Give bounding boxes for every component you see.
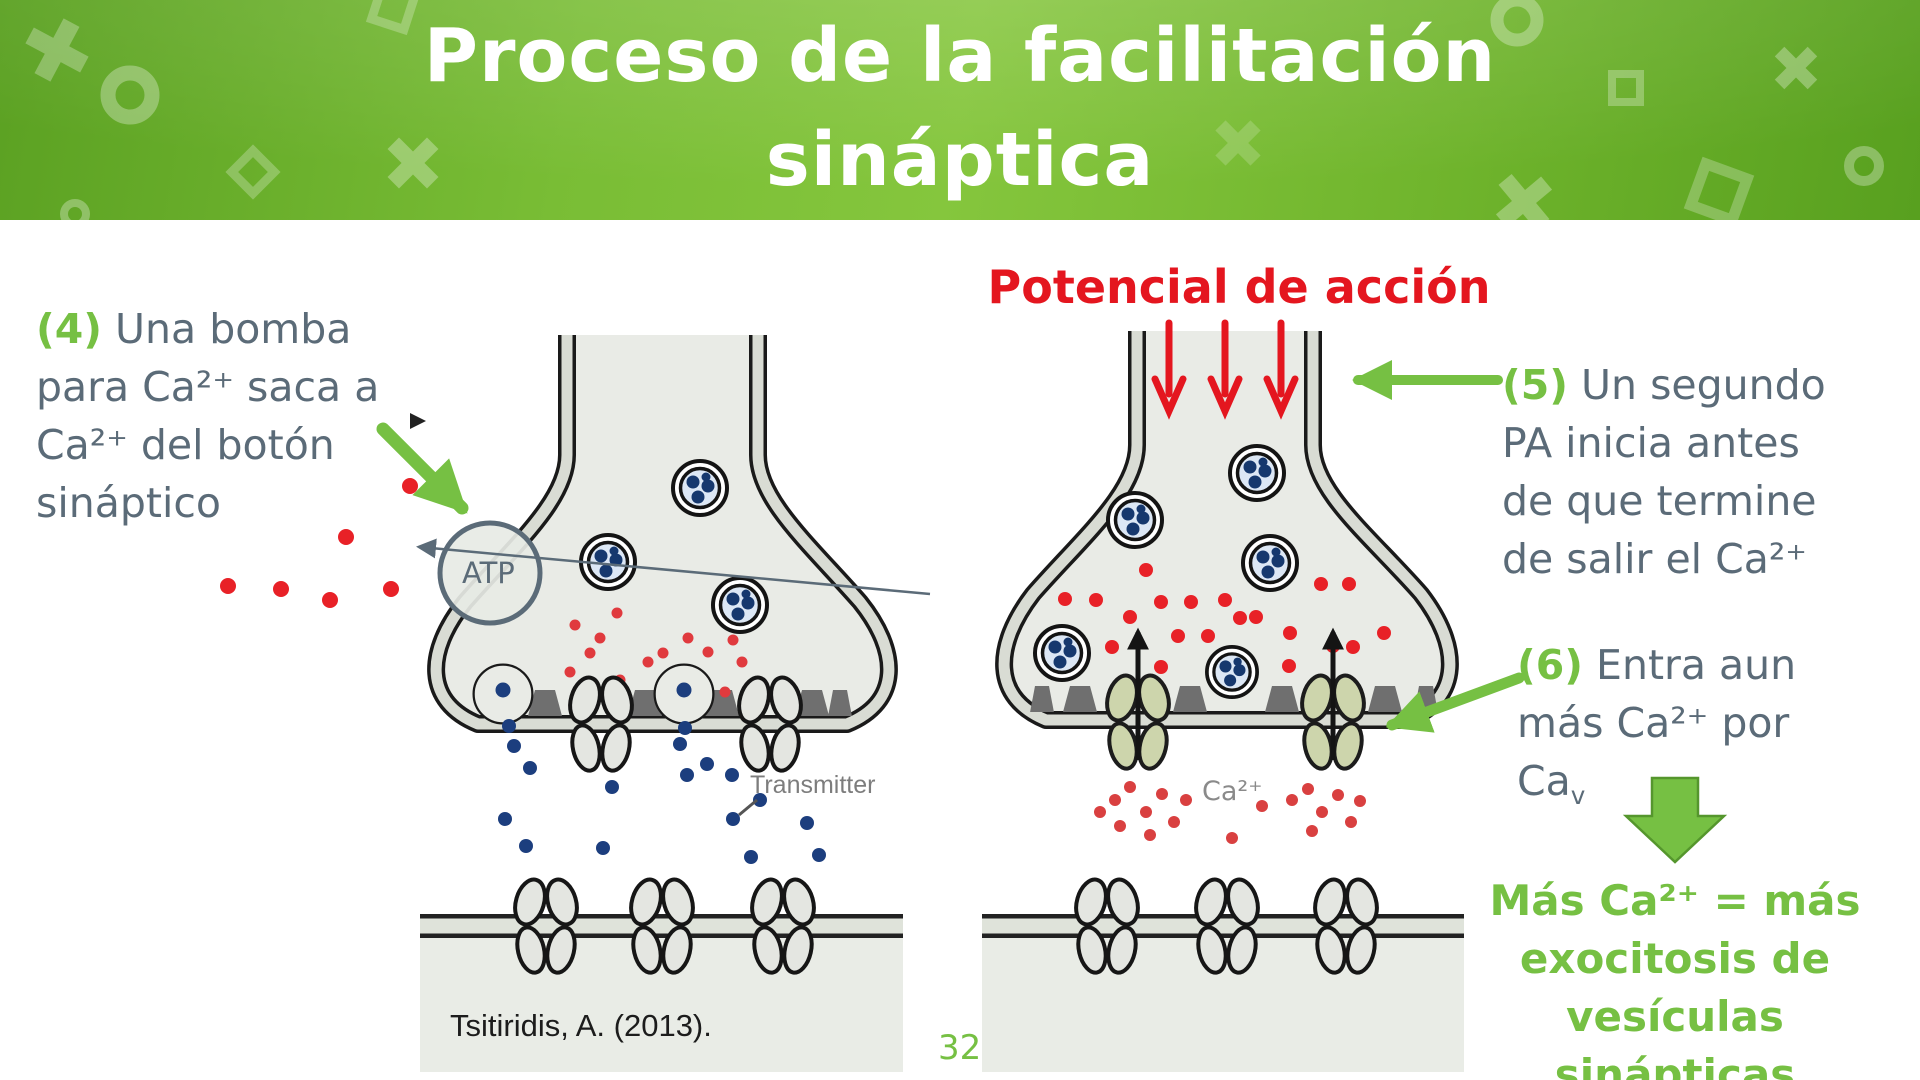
postsynaptic-membrane [982, 914, 1464, 919]
step4-arrow-icon [376, 422, 469, 515]
donut-icon [1844, 146, 1884, 186]
right-synapse-terminal [995, 331, 1459, 774]
left-postsynaptic-cell [420, 874, 903, 1072]
synapse-diagram-canvas [220, 319, 1728, 1072]
annotation-text: Un segundo [1568, 361, 1826, 409]
cursor-icon [410, 413, 426, 429]
cav-base: Ca [1517, 757, 1571, 805]
transmitter-pointer-line [738, 798, 758, 817]
cav-subscript: v [1570, 781, 1586, 811]
vesicle-fusion-site [653, 663, 715, 725]
square-icon [1683, 156, 1755, 220]
annotation-line: (6) Entra aun [1517, 636, 1897, 694]
annotation-step-6: (6) Entra aun más Ca²⁺ por Cav [1517, 636, 1897, 825]
donut-icon [100, 65, 160, 125]
calcium-label: Ca²⁺ [1202, 776, 1263, 807]
step-number: (6) [1517, 641, 1584, 689]
annotation-text: Entra aun [1583, 641, 1797, 689]
right-postsynaptic-cell [982, 874, 1464, 1072]
left-synapse-terminal [416, 335, 931, 776]
diamond-icon [225, 144, 281, 200]
header-decorations [15, 0, 1884, 220]
donut-icon [60, 199, 90, 220]
annotation-text-lines: más Ca²⁺ por [1517, 699, 1790, 747]
down-arrow-icon [1622, 776, 1728, 864]
vesicle-fusion-site [472, 663, 534, 725]
step-number: (5) [1502, 361, 1569, 409]
atp-pump-label: ATP [462, 556, 515, 590]
pump-direction-arrow [416, 538, 931, 596]
step-number: (4) [36, 305, 103, 353]
transmitter-label: Transmitter [750, 771, 876, 799]
donut-icon [1490, 0, 1544, 47]
action-potential-label: Potencial de acción [987, 260, 1491, 314]
transmitter-dots [498, 719, 826, 864]
citation: Tsitiridis, A. (2013). [450, 1008, 712, 1043]
postsynaptic-membrane [420, 914, 903, 919]
annotation-text: Una bomba [102, 305, 352, 353]
calcium-ions-outside [220, 478, 418, 608]
action-potential-arrows [1151, 319, 1299, 420]
annotation-line: (4) Una bomba [36, 300, 496, 358]
step6-arrow-icon [1385, 672, 1525, 733]
calcium-ions-inside [1058, 563, 1391, 674]
square-icon [1608, 70, 1644, 106]
annotation-line-cav: Cav [1517, 752, 1897, 825]
atp-pump [416, 520, 931, 626]
calcium-ions-cleft [1094, 781, 1366, 844]
square-icon [365, 0, 421, 36]
annotation-line: (5) Un segundo [1502, 356, 1902, 414]
page-number: 32 [938, 1028, 982, 1068]
